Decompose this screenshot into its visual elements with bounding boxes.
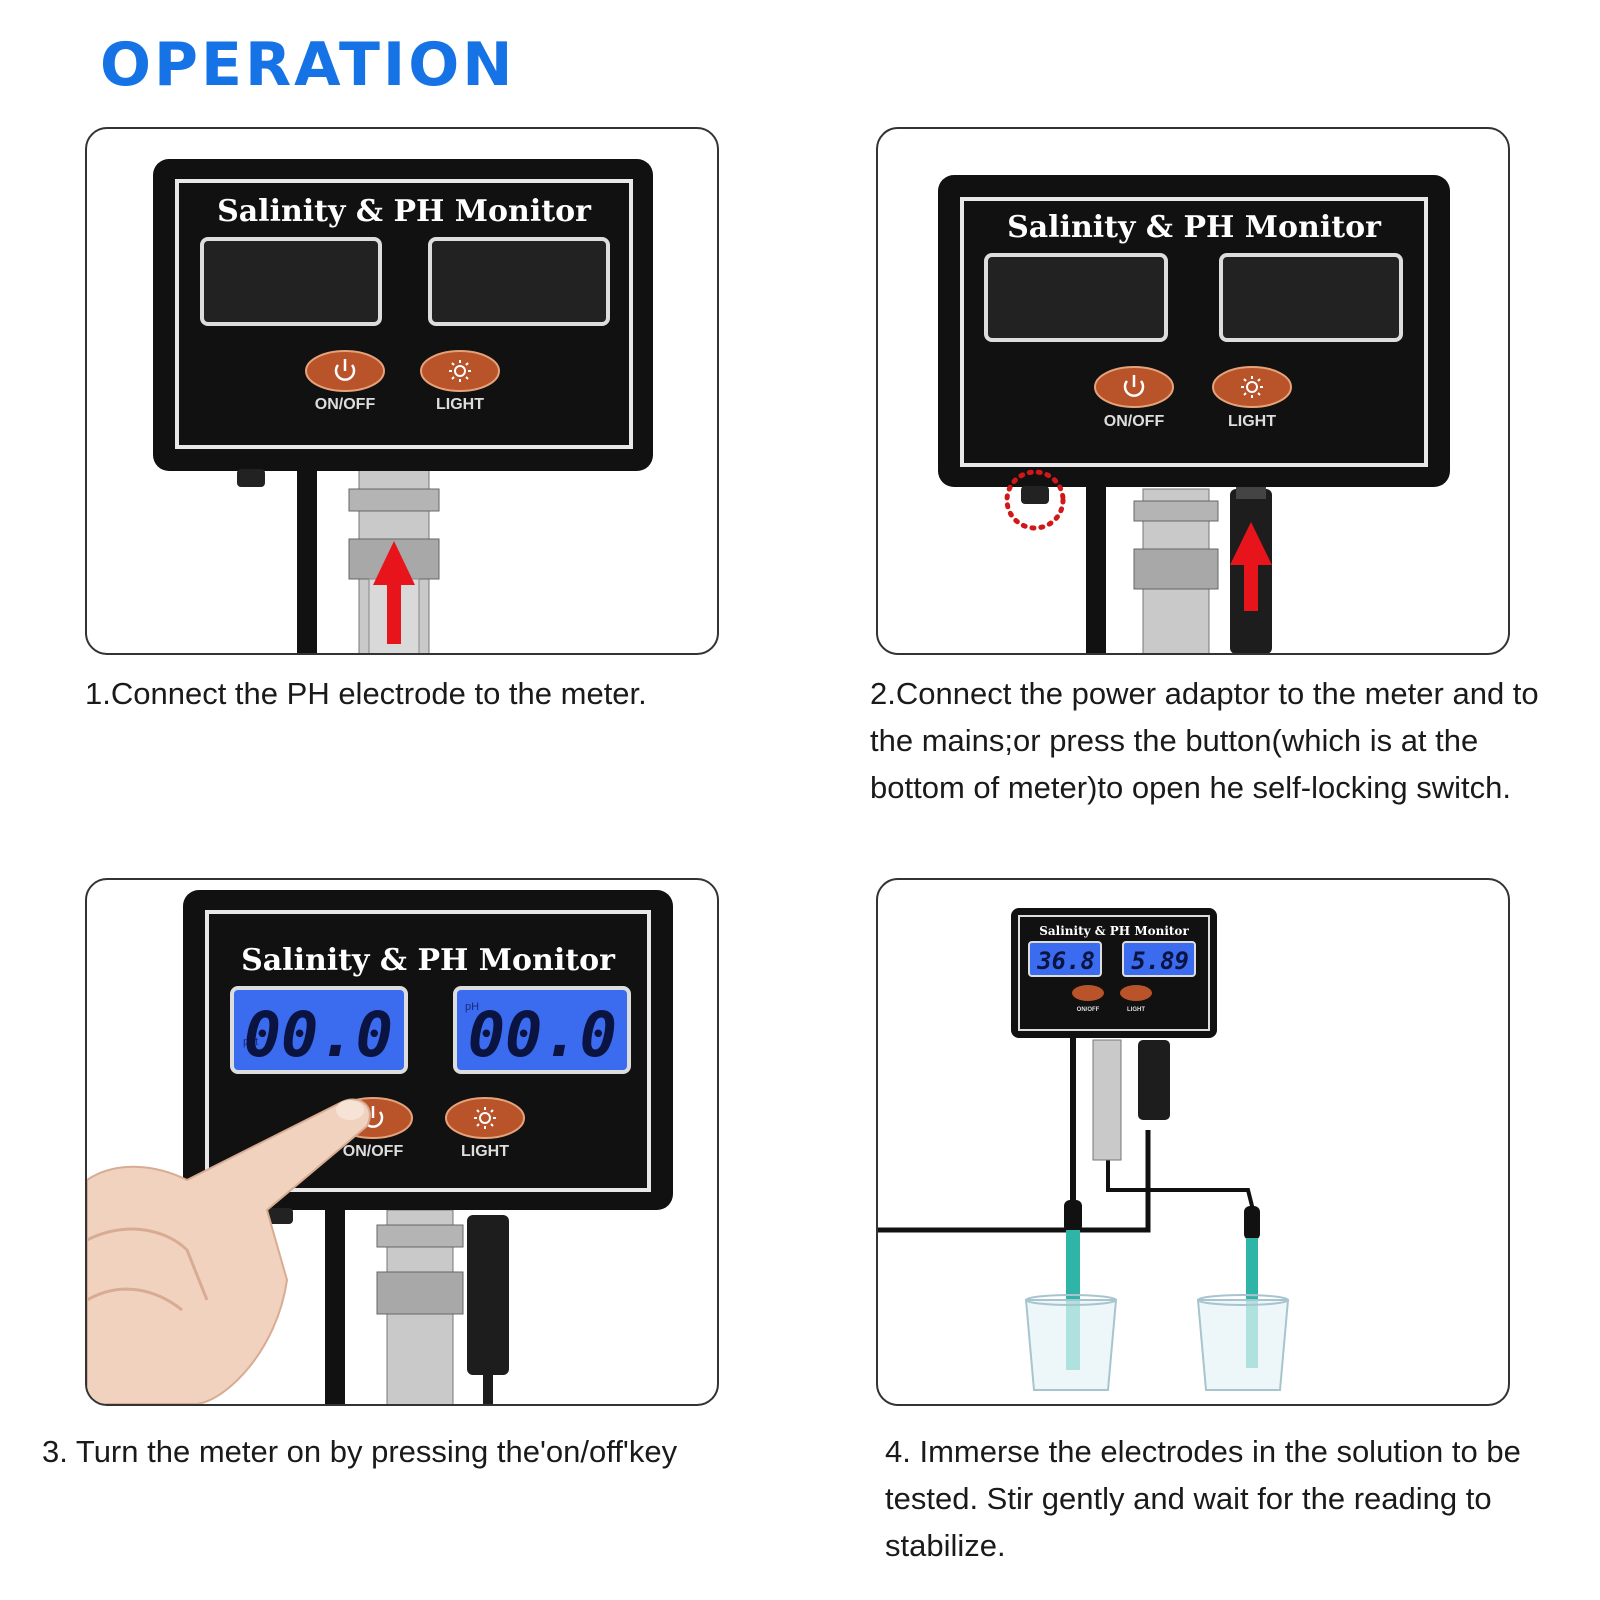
power-button[interactable] bbox=[1094, 366, 1174, 408]
step-2-illustration: Salinity & PH Monitor ON/OFF LIGHT bbox=[876, 127, 1510, 655]
light-button-label: LIGHT bbox=[1228, 413, 1276, 430]
power-plug bbox=[467, 1215, 509, 1404]
salinity-display bbox=[200, 237, 382, 326]
sun-icon bbox=[1241, 376, 1263, 398]
step-3-caption: 3. Turn the meter on by pressing the'on/… bbox=[42, 1434, 678, 1469]
page-title: OPERATION bbox=[100, 30, 516, 100]
power-icon bbox=[1123, 380, 1145, 397]
power-button[interactable] bbox=[1072, 985, 1104, 1001]
ph-display: 5.89 bbox=[1122, 941, 1196, 977]
step-4-caption: 4. Immerse the electrodes in the solutio… bbox=[885, 1434, 1521, 1563]
power-button-label: ON/OFF bbox=[1077, 1007, 1100, 1013]
arrow-up-icon bbox=[1230, 522, 1272, 611]
light-button[interactable] bbox=[1212, 366, 1292, 408]
light-button[interactable] bbox=[420, 350, 500, 392]
salinity-reading: 00.0 bbox=[244, 998, 393, 1071]
arrow-up-icon bbox=[373, 541, 415, 644]
step-1-illustration: Salinity & PH Monitor ON/OFF LIGHT bbox=[85, 127, 719, 655]
light-button-label: LIGHT bbox=[436, 396, 484, 413]
meter-title: Salinity & PH Monitor bbox=[1007, 210, 1382, 245]
self-locking-switch bbox=[1021, 486, 1049, 504]
power-icon bbox=[334, 364, 356, 381]
glass-cup bbox=[1024, 1294, 1118, 1391]
salinity-reading: 36.8 bbox=[1036, 947, 1095, 975]
power-button-label: ON/OFF bbox=[1104, 413, 1165, 430]
hand-illustration bbox=[87, 1098, 371, 1404]
ph-display: pH 00.0 bbox=[453, 986, 631, 1074]
step-1-caption: 1.Connect the PH electrode to the meter. bbox=[85, 676, 647, 711]
ph-reading: 5.89 bbox=[1131, 947, 1189, 975]
ph-unit: pH bbox=[465, 1001, 479, 1013]
glass-cup bbox=[1196, 1294, 1290, 1391]
light-button[interactable] bbox=[445, 1097, 525, 1139]
salinity-display bbox=[984, 253, 1168, 342]
power-button-label: ON/OFF bbox=[315, 396, 376, 413]
power-button-label: ON/OFF bbox=[343, 1143, 404, 1160]
meter-title: Salinity & PH Monitor bbox=[217, 194, 592, 229]
sun-icon bbox=[474, 1107, 496, 1129]
salinity-display: 36.8 bbox=[1028, 941, 1102, 977]
step-2-caption: 2.Connect the power adaptor to the meter… bbox=[870, 676, 1539, 805]
light-button-label: LIGHT bbox=[1127, 1007, 1145, 1013]
light-button-label: LIGHT bbox=[461, 1143, 509, 1160]
highlight-circle bbox=[1004, 469, 1066, 531]
ph-display bbox=[428, 237, 610, 326]
sun-icon bbox=[449, 360, 471, 382]
step-4-illustration: Salinity & PH Monitor 36.8 5.89 ON/OFF L… bbox=[876, 878, 1510, 1406]
salinity-unit: ppt bbox=[243, 1036, 258, 1048]
meter-title: Salinity & PH Monitor bbox=[1039, 924, 1189, 938]
meter-title: Salinity & PH Monitor bbox=[241, 943, 616, 978]
ph-display bbox=[1219, 253, 1403, 342]
ph-reading: 00.0 bbox=[468, 998, 617, 1071]
step-3-illustration: Salinity & PH Monitor ppt 00.0 pH 00.0 bbox=[85, 878, 719, 1406]
light-button[interactable] bbox=[1120, 985, 1152, 1001]
power-button[interactable] bbox=[305, 350, 385, 392]
salinity-display: ppt 00.0 bbox=[230, 986, 408, 1074]
